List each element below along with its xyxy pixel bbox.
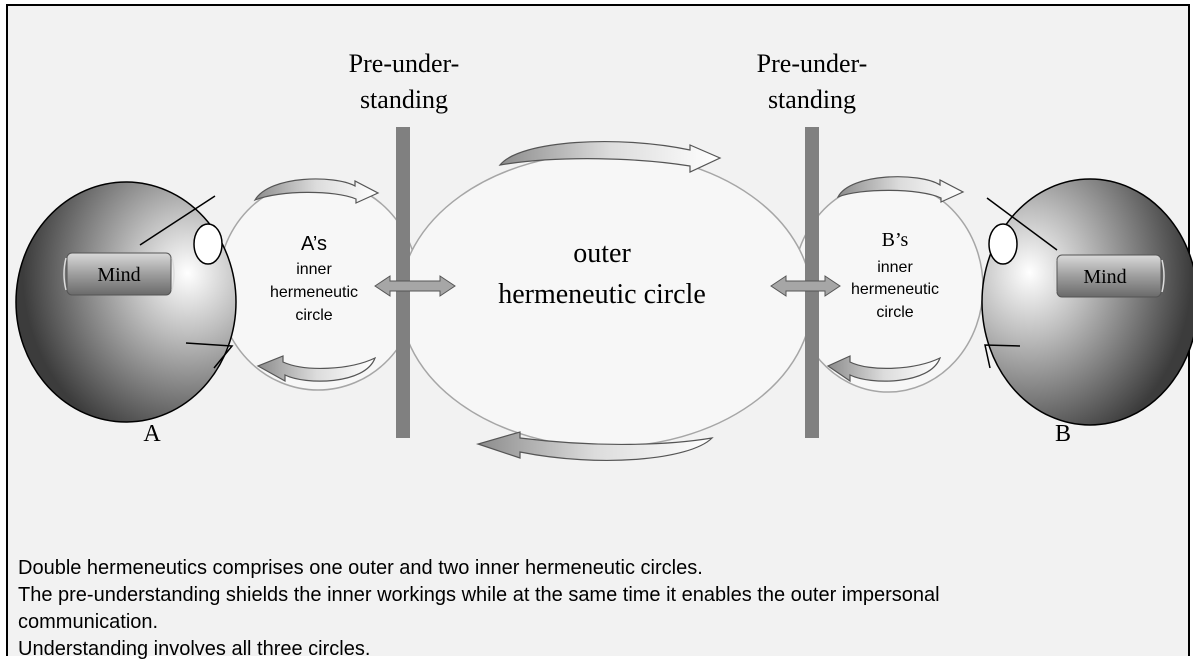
inner-a-top-arrow: [253, 178, 380, 204]
inner-b-label-line2: inner: [877, 259, 913, 276]
mind-label-b: Mind: [1083, 266, 1126, 288]
inner-b-top-arrow: [836, 176, 965, 203]
head-b-features: [984, 197, 1058, 369]
caption-line-3: communication.: [18, 611, 159, 633]
outer-label-line1: outer: [573, 238, 631, 269]
outer-label-line2: hermeneutic circle: [498, 279, 706, 310]
eye-a: [193, 223, 223, 265]
double-arrow-right: [770, 275, 841, 297]
inner-b-label-line1: B’s: [882, 229, 909, 251]
outer-top-arrow: [498, 141, 722, 173]
inner-b-label-line3: hermeneutic: [851, 281, 939, 298]
pre-understanding-label-right-line2: standing: [768, 85, 856, 114]
double-arrow-left: [374, 275, 456, 297]
inner-b-bottom-arrow: [826, 355, 942, 383]
mind-box-a: Mind: [63, 252, 175, 296]
mouth-a: [185, 342, 234, 369]
inner-b-label-line4: circle: [876, 304, 913, 321]
caption-line-2: The pre-understanding shields the inner …: [18, 584, 940, 606]
caption-line-1: Double hermeneutics comprises one outer …: [18, 557, 703, 579]
pre-understanding-label-left-line1: Pre-under-: [349, 49, 460, 78]
mind-box-b: Mind: [1053, 254, 1165, 298]
inner-a-label-line3: hermeneutic: [270, 284, 358, 301]
inner-a-label-line1: A’s: [301, 233, 327, 255]
eye-b: [988, 223, 1018, 265]
person-b-label: B: [1055, 421, 1071, 447]
caption-line-4: Understanding involves all three circles…: [18, 638, 371, 660]
cycle-arrows: [253, 141, 965, 461]
outer-bottom-arrow: [475, 431, 714, 461]
pre-understanding-label-left-line2: standing: [360, 85, 448, 114]
inner-a-label-line2: inner: [296, 261, 332, 278]
head-a-features: [139, 195, 234, 369]
head-b: [981, 178, 1193, 426]
inner-a-bottom-arrow: [256, 355, 377, 383]
person-a-label: A: [143, 421, 161, 447]
head-a: [15, 181, 237, 423]
mind-label-a: Mind: [97, 264, 140, 286]
inner-a-label-line4: circle: [295, 307, 332, 324]
mouth-b: [984, 344, 1021, 369]
figure-caption: Double hermeneutics comprises one outer …: [18, 555, 1168, 663]
pre-understanding-label-right-line1: Pre-under-: [757, 49, 868, 78]
